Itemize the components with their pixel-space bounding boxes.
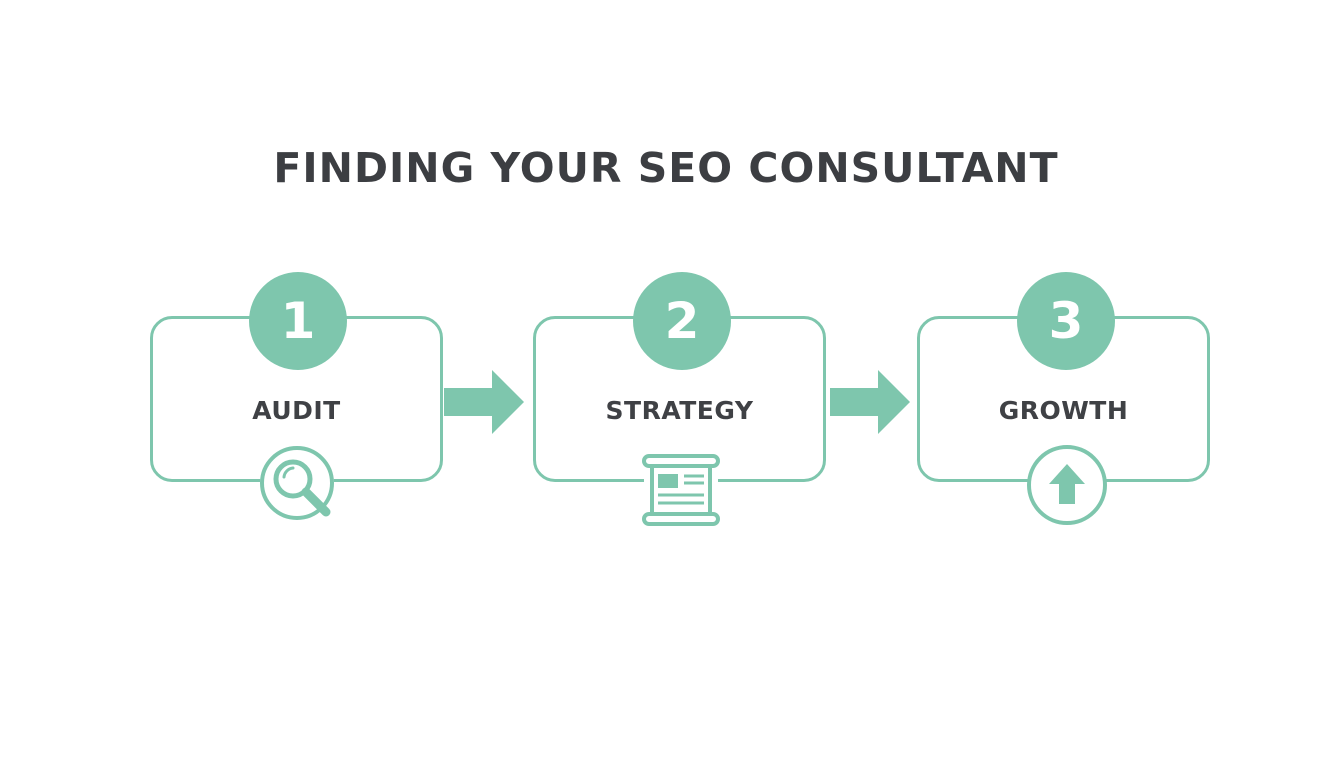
step-label-growth: GROWTH (998, 396, 1129, 425)
scroll-document-icon (642, 454, 720, 526)
step-label-strategy: STRATEGY (605, 396, 754, 425)
step-label-audit: AUDIT (252, 396, 341, 425)
flow-arrow-2-to-3 (830, 370, 910, 434)
up-arrow-circle-icon (1027, 445, 1107, 525)
flow-arrow-1-to-2 (444, 370, 524, 434)
diagram-title: FINDING YOUR SEO CONSULTANT (273, 144, 1059, 192)
step-number-badge-3: 3 (1017, 272, 1115, 370)
magnifier-icon (260, 446, 334, 520)
step-number-badge-1: 1 (249, 272, 347, 370)
step-number-badge-2: 2 (633, 272, 731, 370)
